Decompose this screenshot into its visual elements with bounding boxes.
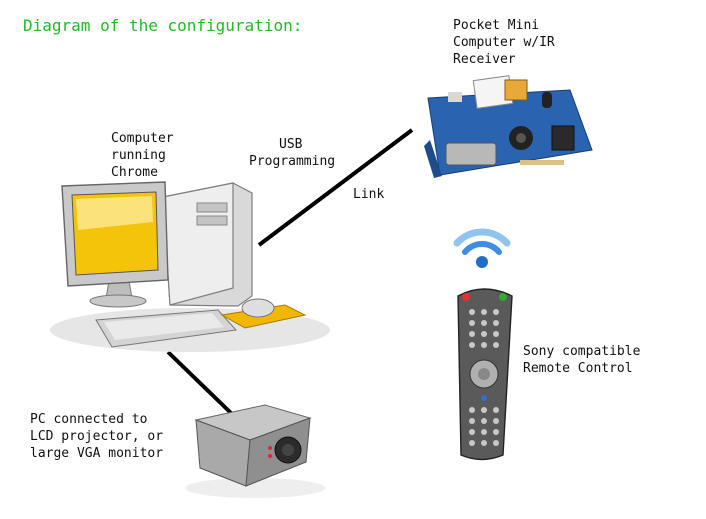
- circuit-board-icon: [424, 75, 593, 178]
- projector-icon: [185, 404, 325, 498]
- vga-link-line: [166, 350, 234, 416]
- remote-control-icon: [457, 288, 513, 461]
- usb-link-line: [257, 128, 414, 247]
- diagram-title: Diagram of the configuration:: [23, 16, 303, 35]
- wifi-signal-icon: [453, 228, 511, 268]
- link-label: Link: [353, 187, 385, 202]
- desktop-computer-icon: [50, 181, 330, 352]
